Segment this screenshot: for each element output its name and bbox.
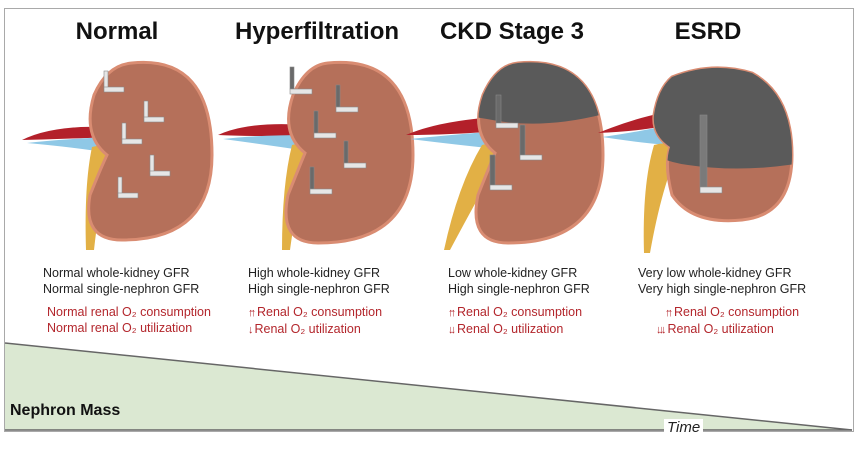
kidney-esrd xyxy=(598,66,794,253)
nephron-icon xyxy=(519,124,543,161)
o2-utilization: Normal renal O₂ utilization xyxy=(47,321,193,335)
single-nephron-gfr: Very high single-nephron GFR xyxy=(638,282,807,296)
fibrosis-region xyxy=(476,62,603,124)
up-arrows-icon: ↑↑ xyxy=(448,307,456,319)
nephron-icons xyxy=(489,94,543,191)
renal-vessels-icon xyxy=(22,126,112,153)
stage-title-esrd: ESRD xyxy=(674,18,742,45)
fibrosis-region xyxy=(653,67,792,169)
stage-title-ckd-stage-3: CKD Stage 3 xyxy=(439,18,585,45)
nephron-icon xyxy=(309,166,333,195)
renal-vessels-icon xyxy=(406,117,500,149)
nephron-icon xyxy=(313,110,337,139)
whole-kidney-gfr: Very low whole-kidney GFR xyxy=(638,266,792,280)
stage-desc-esrd: Very low whole-kidney GFR Very high sing… xyxy=(638,265,806,338)
nephron-icon xyxy=(143,100,165,123)
stage-title-hyperfiltration: Hyperfiltration xyxy=(234,18,400,45)
up-arrows-icon: ↑↑ xyxy=(248,307,256,319)
stage-desc-ckd-stage-3: Low whole-kidney GFR High single-nephron… xyxy=(448,265,590,338)
o2-utilization: Renal O₂ utilization xyxy=(667,322,774,336)
o2-consumption: Normal renal O₂ consumption xyxy=(47,305,211,319)
o2-consumption: Renal O₂ consumption xyxy=(257,305,383,319)
stage-title-normal: Normal xyxy=(75,18,159,45)
kidney-normal xyxy=(22,60,214,250)
kidney-body xyxy=(284,60,415,245)
figure-frame xyxy=(4,8,854,432)
nephron-icon xyxy=(335,84,359,113)
o2-consumption: Renal O₂ consumption xyxy=(674,305,800,319)
down-arrows-icon: ↓↓↓ xyxy=(656,324,666,336)
ureter-icon xyxy=(643,143,680,253)
nephron-icon xyxy=(149,154,171,177)
nephron-icon xyxy=(489,154,513,191)
single-nephron-gfr: High single-nephron GFR xyxy=(248,282,390,296)
nephron-icon xyxy=(103,70,125,93)
up-arrows-icon: ↑↑ xyxy=(665,307,673,319)
down-arrows-icon: ↓↓ xyxy=(448,324,456,336)
whole-kidney-gfr: Normal whole-kidney GFR xyxy=(43,266,190,280)
nephron-icon xyxy=(289,66,313,95)
single-nephron-gfr: Normal single-nephron GFR xyxy=(43,282,200,296)
nephron-icon xyxy=(117,176,139,199)
nephron-icons xyxy=(699,114,723,194)
nephron-icons xyxy=(289,66,367,195)
nephron-icon xyxy=(495,94,519,129)
whole-kidney-gfr: Low whole-kidney GFR xyxy=(448,266,578,280)
nephron-icons xyxy=(103,70,171,199)
renal-vessels-icon xyxy=(598,113,670,145)
nephron-mass-label: Nephron Mass xyxy=(10,402,121,419)
whole-kidney-gfr: High whole-kidney GFR xyxy=(248,266,380,280)
nephron-icon xyxy=(699,114,723,194)
stage-desc-normal: Normal whole-kidney GFR Normal single-ne… xyxy=(43,265,211,336)
nephron-icon xyxy=(121,122,143,145)
kidney-hyperfiltration xyxy=(218,60,415,250)
time-axis-label: Time xyxy=(664,419,704,436)
o2-utilization: Renal O₂ utilization xyxy=(457,322,564,336)
kidney-ckd-stage-3 xyxy=(406,60,605,250)
o2-utilization: Renal O₂ utilization xyxy=(254,322,361,336)
o2-consumption: Renal O₂ consumption xyxy=(457,305,583,319)
renal-vessels-icon xyxy=(218,124,310,151)
stage-desc-hyperfiltration: High whole-kidney GFR High single-nephro… xyxy=(248,265,390,338)
single-nephron-gfr: High single-nephron GFR xyxy=(448,282,590,296)
down-arrow-icon: ↓ xyxy=(248,324,253,336)
nephron-icon xyxy=(343,140,367,169)
